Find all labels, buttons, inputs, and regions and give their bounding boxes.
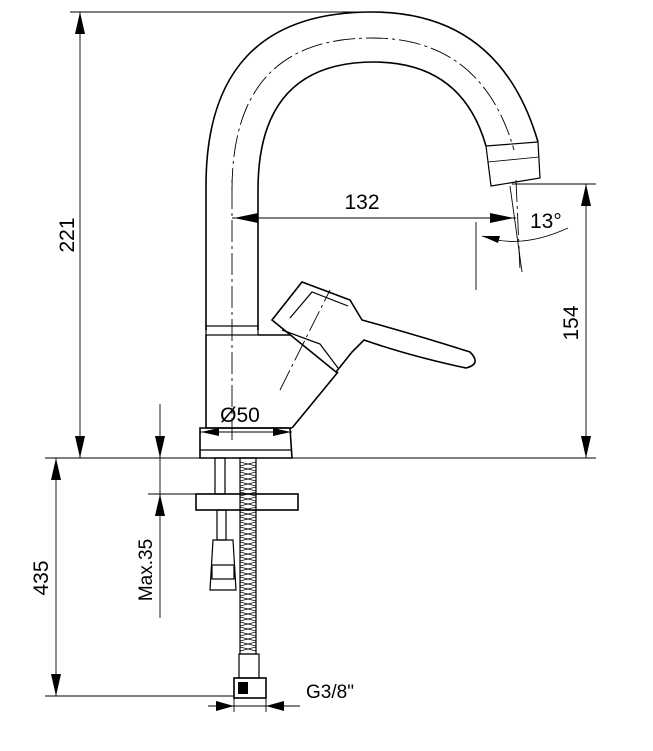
hose-braid-strand [239, 556, 257, 562]
hose-braid-strand [239, 626, 257, 632]
hose-braid-strand [239, 511, 257, 517]
dimension-435: 435 [30, 458, 234, 697]
hose-connector-nut [233, 677, 267, 699]
arrow-g38-left [216, 701, 234, 711]
hose-braid-strand [239, 571, 257, 577]
dimension-g38-label: G3/8" [306, 682, 354, 703]
hose-braid-strand [239, 551, 257, 557]
threaded-stud-upper [214, 457, 226, 495]
hose-braid-strand [239, 536, 257, 542]
spout-centerline [231, 37, 515, 191]
arrow-221-top [75, 12, 85, 34]
arrow-132-left [234, 213, 258, 223]
lever-cap-detail [289, 291, 349, 319]
aerator-ring [485, 141, 539, 147]
hose-braid-strand [239, 471, 257, 477]
dimension-g38: G3/8" [208, 682, 354, 712]
arrow-max35-bottom [155, 494, 165, 516]
threaded-stud-lower [216, 509, 227, 541]
dimension-132-label: 132 [344, 191, 379, 214]
arrow-132-right [490, 213, 514, 223]
dimension-154-label: 154 [560, 305, 583, 340]
dimension-max-35: Max.35 [136, 404, 196, 618]
hose-braid-strand [239, 621, 257, 627]
dimension-154: 154 [512, 183, 596, 458]
angle-arrow-left [482, 236, 500, 243]
hose-braid-strand [239, 481, 257, 487]
dimension-max35-label: Max.35 [136, 539, 157, 601]
lever-joint-detail [281, 329, 339, 369]
hose-braid-strand [239, 466, 257, 472]
hose-braid-strand [239, 631, 257, 637]
hose-braid-strand [239, 496, 257, 502]
hose-braid-strand [239, 581, 257, 587]
hose-braid-strand [239, 491, 257, 497]
dimension-221-label: 221 [56, 217, 79, 252]
arrow-435-bottom [51, 674, 61, 696]
aerator-line [487, 156, 540, 163]
hose-fitting [238, 653, 260, 679]
hose-braid-pattern [239, 461, 257, 652]
spout-outer-contour [205, 11, 539, 330]
hose-braid-strand [239, 596, 257, 602]
hose-braid-strand [239, 606, 257, 612]
dimension-132: 132 [232, 191, 516, 290]
dimension-435-label: 435 [30, 560, 53, 595]
hose-braid-strand [239, 636, 257, 642]
left-hose-nut [209, 539, 237, 591]
hose-braid-strand [239, 521, 257, 527]
dimension-diameter-label: Ø50 [220, 404, 260, 427]
arrow-max35-top [155, 436, 165, 458]
hose-braid-strand [239, 541, 257, 547]
dimension-221: 221 [56, 11, 372, 458]
hose-braid-strand [239, 516, 257, 522]
hose-braid-strand [239, 611, 257, 617]
hose-braid-strand [239, 546, 257, 552]
aerator [485, 141, 541, 187]
connector-thread-fill [238, 682, 248, 694]
hose-braid-strand [239, 501, 257, 507]
hose-braid-strand [239, 566, 257, 572]
hose-braid-strand [239, 641, 257, 647]
under-deck-assembly [45, 457, 596, 699]
arrow-221-bottom [75, 436, 85, 458]
arrow-g38-right [266, 701, 284, 711]
arrow-154-bottom [581, 436, 591, 458]
hose-braid-strand [239, 506, 257, 512]
center-lines [231, 37, 521, 440]
dimension-13-degrees: 13° [481, 185, 569, 273]
hose-braid-strand [239, 591, 257, 597]
body-right-contour [291, 371, 339, 429]
hose-braid-strand [239, 531, 257, 537]
arrow-435-top [51, 458, 61, 480]
fixing-washer [195, 493, 299, 511]
dimension-13-degree-label: 13° [530, 210, 562, 233]
spout-inner-contour [257, 61, 487, 330]
hose-braid-strand [239, 586, 257, 592]
left-hose-nut-ring [211, 564, 235, 580]
hose-braid-strand [239, 576, 257, 582]
hose-braid-strand [239, 526, 257, 532]
lever-centerline [279, 289, 331, 391]
hose-braid-strand [239, 461, 257, 467]
lever-handle [270, 281, 476, 374]
hose-braid-strand [239, 561, 257, 567]
hose-braid-strand [239, 486, 257, 492]
hose-braid-strand [239, 616, 257, 622]
arrow-diameter-right [273, 428, 291, 436]
hose-braid-strand [239, 646, 257, 652]
arrow-diameter-left [201, 428, 219, 436]
arrow-154-top [581, 184, 591, 206]
angle-ref-line [509, 185, 523, 273]
hose-braid-strand [239, 601, 257, 607]
hose-braid-strand [239, 476, 257, 482]
faucet-outline [199, 11, 541, 459]
dimension-diameter-50: Ø50 [200, 404, 292, 436]
